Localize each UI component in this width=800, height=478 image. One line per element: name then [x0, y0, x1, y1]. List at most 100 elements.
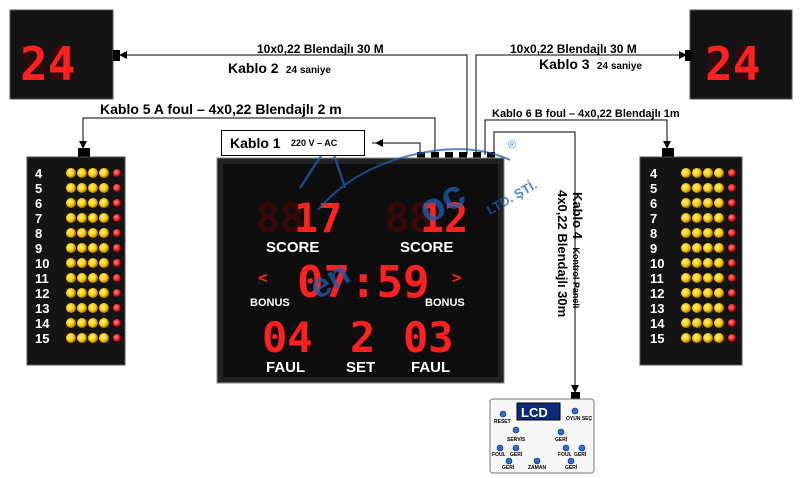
cable-2-spec: 10x0,22 Blendajlı 30 M — [257, 42, 384, 56]
right-foul-row: 12 — [650, 286, 736, 301]
control-panel-button-dot[interactable] — [567, 457, 575, 465]
right-foul-led-yellow — [703, 273, 713, 283]
control-panel-button-dot[interactable] — [557, 428, 565, 436]
left-foul-led-yellow — [66, 273, 76, 283]
control-panel-button-label: ZAMAN — [528, 465, 546, 471]
left-foul-led-red — [113, 319, 121, 327]
control-panel-button[interactable]: OYUN SEÇ — [566, 407, 593, 422]
set-value: 2 — [350, 313, 375, 362]
control-panel-button[interactable]: GERİ — [555, 428, 568, 443]
left-foul-led-yellow — [88, 258, 98, 268]
left-foul-row: 14 — [35, 316, 121, 331]
foul-right-value: 03 — [403, 313, 454, 362]
left-foul-number: 6 — [35, 196, 42, 211]
left-foul-number: 10 — [35, 256, 49, 271]
cable-4-line — [493, 131, 579, 393]
right-foul-number: 7 — [650, 211, 657, 226]
possession-arrow-right: > — [452, 268, 462, 287]
bonus-left-label: BONUS — [250, 297, 290, 309]
control-panel-lcd-text: LCD — [521, 405, 548, 420]
right-foul-led-red — [728, 244, 736, 252]
control-panel-button[interactable]: GERİ — [565, 457, 578, 471]
control-panel-lcd — [516, 402, 561, 421]
left-foul-led-yellow — [77, 198, 87, 208]
cable-4-spec: 4x0,22 Blendajlı 30m — [555, 190, 570, 318]
control-panel-button-dot[interactable] — [578, 444, 586, 452]
left-foul-led-yellow — [77, 258, 87, 268]
control-panel-button[interactable]: GERİ — [502, 457, 515, 471]
control-panel-button-dot[interactable] — [505, 457, 513, 465]
right-foul-led-yellow — [714, 213, 724, 223]
left-foul-led-yellow — [99, 273, 109, 283]
control-panel-button-dot[interactable] — [512, 444, 520, 452]
control-panel-button[interactable]: GERİ — [574, 444, 587, 458]
svg-text:88: 88 — [256, 196, 304, 242]
control-panel-button[interactable]: FOUL — [558, 444, 572, 458]
left-foul-led-yellow — [66, 228, 76, 238]
left-foul-led-yellow — [77, 213, 87, 223]
right-foul-led-red — [728, 229, 736, 237]
cable-2-name: Kablo 2 24 saniye — [228, 60, 331, 76]
control-panel-button-dot[interactable] — [571, 407, 579, 415]
left-foul-led-red — [113, 304, 121, 312]
right-foul-led-yellow — [692, 198, 702, 208]
control-panel-button[interactable]: SERVİS — [507, 426, 526, 443]
control-panel-button[interactable]: ZAMAN — [528, 457, 546, 471]
right-foul-led-yellow — [692, 168, 702, 178]
control-panel-button-label: GERİ — [502, 464, 515, 471]
left-foul-number: 5 — [35, 181, 42, 196]
right-foul-led-yellow — [681, 333, 691, 343]
left-foul-led-yellow — [88, 318, 98, 328]
left-foul-led-yellow — [99, 213, 109, 223]
right-foul-led-yellow — [681, 243, 691, 253]
right-foul-row: 14 — [650, 316, 736, 331]
right-foul-number: 5 — [650, 181, 657, 196]
left-foul-led-yellow — [99, 183, 109, 193]
left-foul-led-yellow — [99, 198, 109, 208]
right-foul-led-yellow — [681, 273, 691, 283]
left-foul-row: 4 — [35, 166, 121, 181]
control-panel-button-dot[interactable] — [533, 457, 541, 465]
svg-text:88: 88 — [705, 37, 760, 91]
left-foul-led-yellow — [88, 168, 98, 178]
control-panel-button[interactable]: GERİ — [510, 444, 523, 458]
cable-3-title: Kablo 3 — [539, 56, 590, 72]
left-foul-led-yellow — [99, 243, 109, 253]
left-foul-number: 9 — [35, 241, 42, 256]
control-panel-button-dot[interactable] — [499, 410, 507, 418]
left-foul-led-yellow — [66, 213, 76, 223]
left-foul-led-red — [113, 214, 121, 222]
left-foul-row: 15 — [35, 331, 121, 346]
right-foul-led-yellow — [714, 198, 724, 208]
control-panel-button[interactable]: RESET — [494, 410, 511, 425]
left-foul-led-red — [113, 244, 121, 252]
guest-score: 12 — [420, 196, 468, 242]
right-foul-led-yellow — [714, 228, 724, 238]
control-panel-button[interactable]: FOUL — [492, 444, 506, 458]
right-foul-led-yellow — [681, 303, 691, 313]
control-panel-button-dot[interactable] — [496, 444, 504, 452]
cable-4-label: Kablo 4 Kontrol Paneli 4x0,22 Blendajlı … — [555, 190, 614, 350]
right-foul-number: 14 — [650, 316, 665, 331]
shot-clock-left-value: 24 — [20, 37, 75, 91]
cable-6-line — [484, 119, 671, 155]
cable-1-spec: 220 V – AC — [291, 138, 338, 148]
left-foul-led-yellow — [99, 318, 109, 328]
left-foul-led-yellow — [88, 288, 98, 298]
left-foul-led-yellow — [66, 168, 76, 178]
possession-arrow-left: < — [258, 268, 268, 287]
right-foul-led-yellow — [692, 303, 702, 313]
right-foul-led-yellow — [681, 288, 691, 298]
left-foul-led-red — [113, 169, 121, 177]
left-foul-number: 13 — [35, 301, 49, 316]
right-foul-led-yellow — [703, 198, 713, 208]
control-panel-button-dot[interactable] — [562, 444, 570, 452]
right-foul-row: 13 — [650, 301, 736, 316]
control-panel-button-dot[interactable] — [512, 426, 520, 434]
control-panel-button-label: SERVİS — [507, 436, 526, 443]
cable-2-line — [119, 51, 468, 155]
svg-text:®: ® — [508, 139, 516, 151]
left-foul-number: 11 — [35, 271, 49, 286]
right-foul-number: 4 — [650, 166, 658, 181]
right-foul-led-yellow — [703, 258, 713, 268]
